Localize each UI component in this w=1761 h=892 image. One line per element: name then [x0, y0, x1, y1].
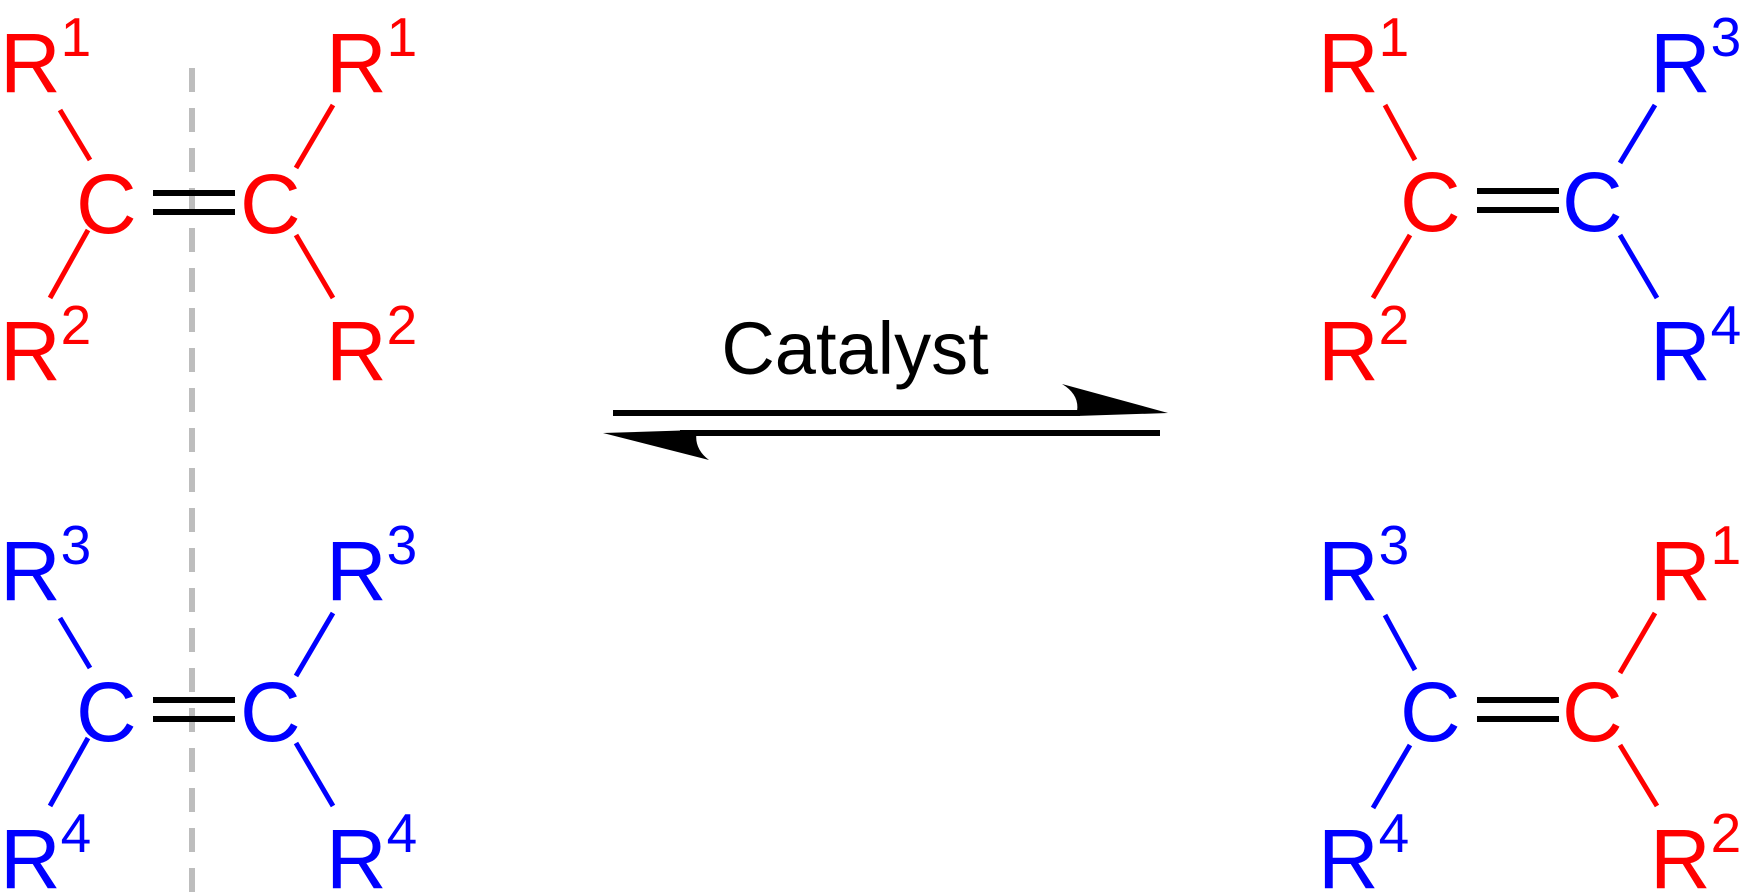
substituent-upper-right: R1 [1650, 514, 1741, 618]
substituent-lower-right: R2 [326, 294, 417, 398]
substituent-upper-left: R1 [1318, 6, 1409, 110]
substituent-upper-left: R3 [0, 514, 91, 618]
reactant-top-molecule: R1 C R2 R1 C R2 [0, 6, 417, 398]
substituent-lower-right: R4 [1650, 294, 1741, 398]
substituent-upper-left: R3 [1318, 514, 1409, 618]
bond-lower-right [293, 741, 336, 808]
bond-upper-left [57, 616, 93, 670]
bond-upper-left [57, 108, 93, 162]
substituent-lower-right: R2 [1650, 802, 1741, 892]
carbon-atom-left: C [1400, 155, 1461, 249]
carbon-atom-right: C [240, 665, 301, 759]
bond-lower-left [47, 228, 91, 300]
carbon-atom-right: C [240, 157, 301, 251]
substituent-lower-right: R4 [326, 802, 417, 892]
substituent-lower-left: R4 [0, 802, 91, 892]
bond-upper-right [1617, 611, 1658, 675]
bond-upper-right [293, 611, 336, 678]
carbon-atom-right: C [1562, 665, 1623, 759]
substituent-upper-right: R1 [326, 6, 417, 110]
carbon-atom-left: C [76, 157, 137, 251]
substituent-upper-right: R3 [326, 514, 417, 618]
substituent-upper-left: R1 [0, 6, 91, 110]
substituent-lower-left: R4 [1318, 802, 1409, 892]
substituent-upper-right: R3 [1650, 6, 1741, 110]
bond-lower-right [1617, 743, 1660, 808]
carbon-atom-left: C [76, 665, 137, 759]
product-bottom-molecule: R3 C R4 R1 C R2 [1318, 514, 1741, 892]
reactant-bottom-molecule: R3 C R4 R3 C R4 [0, 514, 417, 892]
bond-lower-right [1617, 233, 1660, 300]
reverse-arrow-head [603, 430, 709, 460]
forward-arrow-head [1062, 384, 1168, 416]
bond-lower-left [47, 736, 91, 808]
bond-lower-left [1370, 743, 1413, 810]
substituent-lower-left: R2 [0, 294, 91, 398]
bond-upper-right [1617, 103, 1658, 165]
bond-upper-right [293, 103, 336, 170]
carbon-atom-left: C [1400, 665, 1461, 759]
bond-lower-right [293, 233, 336, 300]
bond-upper-left [1382, 613, 1418, 672]
bond-upper-left [1382, 103, 1418, 162]
catalyst-label: Catalyst [721, 307, 989, 390]
bond-lower-left [1370, 233, 1413, 300]
product-top-molecule: R1 C R2 R3 C R4 [1318, 6, 1741, 398]
equilibrium-arrows: Catalyst [603, 307, 1168, 460]
substituent-lower-left: R2 [1318, 294, 1409, 398]
carbon-atom-right: C [1562, 155, 1623, 249]
